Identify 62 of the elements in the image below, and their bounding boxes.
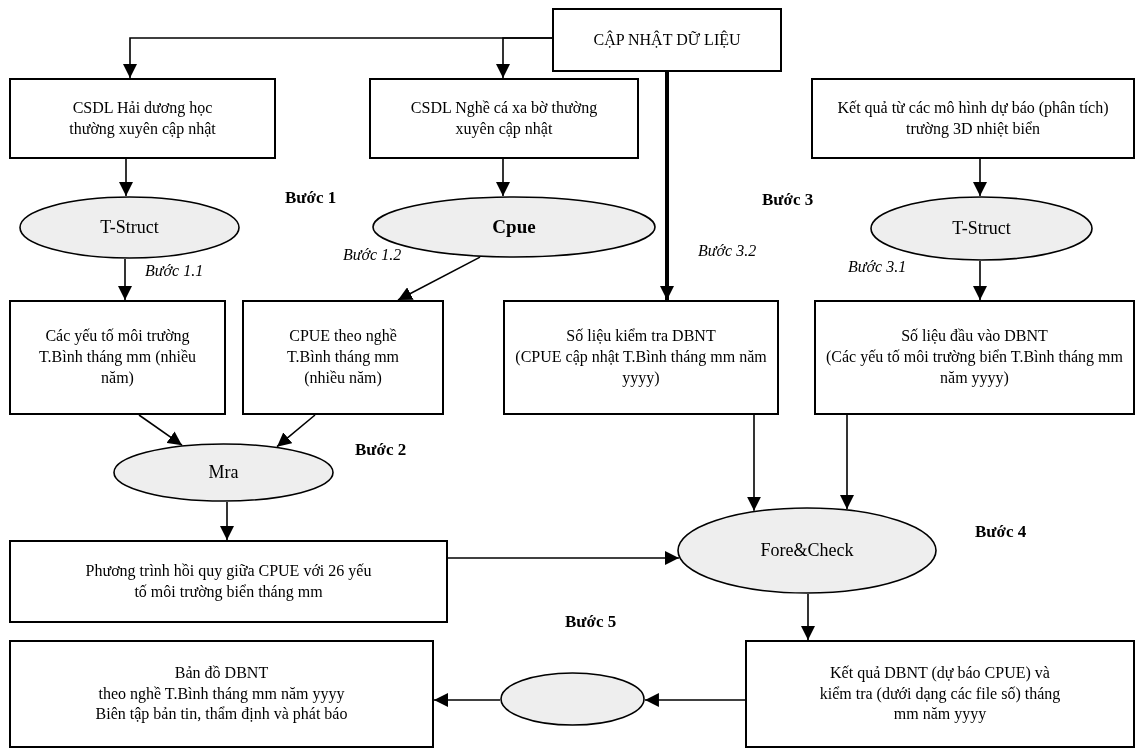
node-text: Kết quả từ các mô hình dự báo (phân tích) trường 3D nhiệt biển	[836, 97, 1110, 140]
process-box	[9, 300, 226, 415]
process-box	[745, 640, 1135, 748]
node-text: Bản đồ DBNT	[174, 662, 269, 683]
process-ellipse	[870, 196, 1093, 261]
edge-label: Bước 1.2	[343, 246, 402, 264]
node-text: Mra	[208, 460, 239, 484]
node-text: Phương trình hồi quy giữa CPUE với 26 yếu tố môi trường biển tháng mm	[84, 560, 373, 603]
process-box	[552, 8, 782, 72]
node-text: Kết quả DBNT (dự báo CPUE) và kiểm tra (dưới dạng các file số) tháng mm năm yyyy	[818, 662, 1062, 725]
step-label: Bước 3	[762, 190, 814, 210]
edge-label: Bước 3.1	[848, 258, 907, 276]
process-box	[9, 540, 448, 623]
process-box	[369, 78, 639, 159]
node-text: Các yếu tố môi trường T.Bình tháng mm (nhiều năm)	[38, 326, 197, 389]
arrow	[660, 72, 674, 300]
node-text: CSDL Nghề cá xa bờ thường xuyên cập nhật	[409, 97, 599, 140]
arrow	[801, 593, 815, 641]
process-ellipse	[677, 507, 937, 594]
process-box	[811, 78, 1135, 159]
node-text: theo nghề T.Bình tháng mm năm yyyy	[98, 683, 345, 705]
step-label: Bước 2	[355, 440, 407, 460]
process-ellipse	[500, 672, 645, 726]
arrow	[973, 260, 987, 301]
process-ellipse	[19, 196, 240, 259]
node-text: CẬP NHẬT DỮ LIỆU	[593, 29, 741, 50]
node-text: Cpue	[492, 214, 536, 239]
step-label: Bước 4	[975, 522, 1027, 542]
arrow	[840, 414, 854, 510]
process-ellipse	[113, 443, 334, 502]
node-text: (CPUE cập nhật T.Bình tháng mm năm yyyy)	[514, 347, 768, 389]
arrow	[433, 693, 501, 707]
node-text: Fore&Check	[760, 538, 854, 562]
node-text: Số liệu kiểm tra DBNT	[566, 326, 716, 347]
step-label: Bước 1	[285, 188, 337, 208]
arrow	[644, 693, 746, 707]
arrow	[747, 414, 761, 512]
arrow	[397, 256, 481, 301]
node-text: Số liệu đầu vào DBNT	[901, 326, 1048, 347]
node-text: CPUE theo nghề T.Bình tháng mm (nhiều năm)	[285, 326, 401, 389]
arrow	[973, 158, 987, 197]
arrow	[496, 37, 553, 79]
arrow	[118, 258, 132, 301]
arrow	[138, 414, 183, 446]
node-text: T-Struct	[100, 215, 159, 239]
edge-label: Bước 1.1	[145, 262, 204, 280]
arrow	[276, 414, 316, 448]
arrow	[119, 158, 133, 197]
edge-label: Bước 3.2	[698, 242, 757, 260]
process-box	[503, 300, 779, 415]
node-text: Biên tập bản tin, thẩm định và phát báo	[95, 704, 348, 725]
arrow	[220, 501, 234, 541]
process-box	[9, 78, 276, 159]
arrow	[496, 158, 510, 197]
process-box	[9, 640, 434, 748]
node-text: CSDL Hải dương học thường xuyên cập nhật	[68, 97, 217, 140]
step-label: Bước 5	[565, 612, 617, 632]
process-box	[814, 300, 1135, 415]
process-box	[242, 300, 444, 415]
node-text: T-Struct	[952, 216, 1011, 240]
node-text: (Các yếu tố môi trường biển T.Bình tháng mm năm yyyy)	[825, 347, 1124, 389]
arrow	[447, 551, 680, 565]
